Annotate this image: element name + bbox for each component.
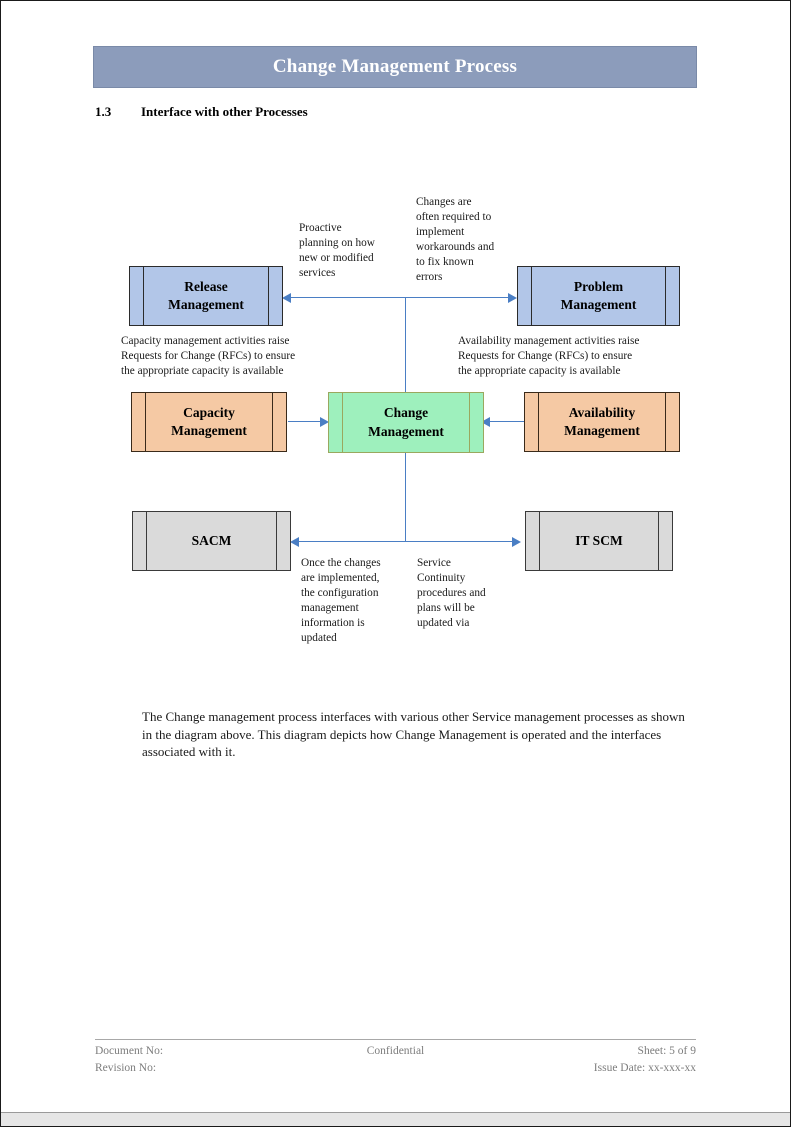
box-band-right [272,393,273,451]
arrowhead-to-release [282,293,291,303]
box-band-right [658,512,659,570]
annotation-changes-required: Changes are often required to implement … [416,196,495,283]
box-band-left [143,267,144,325]
connector-change-to-bottom [405,453,406,542]
process-box-label: Availability Management [564,404,640,438]
arrowhead-to-problem [508,293,517,303]
box-band-right [276,512,277,570]
box-band-left [538,393,539,451]
process-box-label: SACM [191,532,232,548]
connector-top-to-change [405,297,406,392]
process-box-capacity[interactable]: Capacity Management [131,392,287,452]
box-band-left [342,393,343,452]
box-band-right [665,393,666,451]
box-band-left [145,393,146,451]
process-box-label: IT SCM [575,532,623,548]
annotation-capacity-caption: Capacity management activities raise Req… [121,335,296,377]
arrowhead-to-change-left [320,417,329,427]
connector-sacm-itscm [299,541,517,542]
connector-release-problem [291,297,513,298]
page-title: Change Management Process [272,56,518,77]
process-box-problem[interactable]: Problem Management [517,266,680,326]
process-box-release[interactable]: Release Management [129,266,283,326]
annotation-availability-caption: Availability management activities raise… [458,335,640,377]
arrowhead-to-itscm [512,537,521,547]
process-box-label: Capacity Management [171,404,247,438]
annotation-sacm-caption: Once the changes are implemented, the co… [301,557,381,644]
footer-revision-no: Revision No: [95,1061,157,1074]
annotation-proactive-planning: Proactive planning on how new or modifie… [299,222,375,279]
process-box-label: Change Management [368,405,444,439]
footer-confidential: Confidential [366,1045,425,1057]
arrowhead-to-change-right [481,417,490,427]
process-box-label: Release Management [168,278,244,312]
box-band-left [531,267,532,325]
footer-issue-date: Issue Date: xx-xxx-xx [593,1061,696,1074]
box-band-left [539,512,540,570]
body-paragraph: The Change management process interfaces… [142,709,685,760]
document-footer: Confidential Document No: Revision No: S… [95,1043,696,1077]
connector-capacity-change [288,421,322,422]
document-header-banner: Change Management Process [93,46,697,88]
arrowhead-to-sacm [290,537,299,547]
footer-right-block: Sheet: 5 of 9 Issue Date: xx-xxx-xx [594,1043,696,1076]
footer-divider [95,1039,696,1040]
section-title: Interface with other Processes [141,104,308,119]
section-heading: 1.3 Interface with other Processes [95,104,308,120]
connector-availability-change [490,421,524,422]
process-box-sacm[interactable]: SACM [132,511,291,571]
box-band-right [268,267,269,325]
process-box-itscm[interactable]: IT SCM [525,511,673,571]
section-number: 1.3 [95,104,112,119]
footer-sheet: Sheet: 5 of 9 [637,1045,696,1057]
process-box-label: Problem Management [560,278,637,312]
footer-document-no: Document No: [95,1045,164,1057]
footer-left-block: Document No: Revision No: [95,1043,163,1076]
process-box-availability[interactable]: Availability Management [524,392,680,452]
annotation-itscm-caption: Service Continuity procedures and plans … [417,557,486,629]
process-interface-diagram: Release Management Problem Management Ca… [1,1,790,701]
page-bottom-strip [1,1112,790,1126]
box-band-right [469,393,470,452]
process-box-change[interactable]: Change Management [328,392,484,453]
box-band-left [146,512,147,570]
box-band-right [665,267,666,325]
